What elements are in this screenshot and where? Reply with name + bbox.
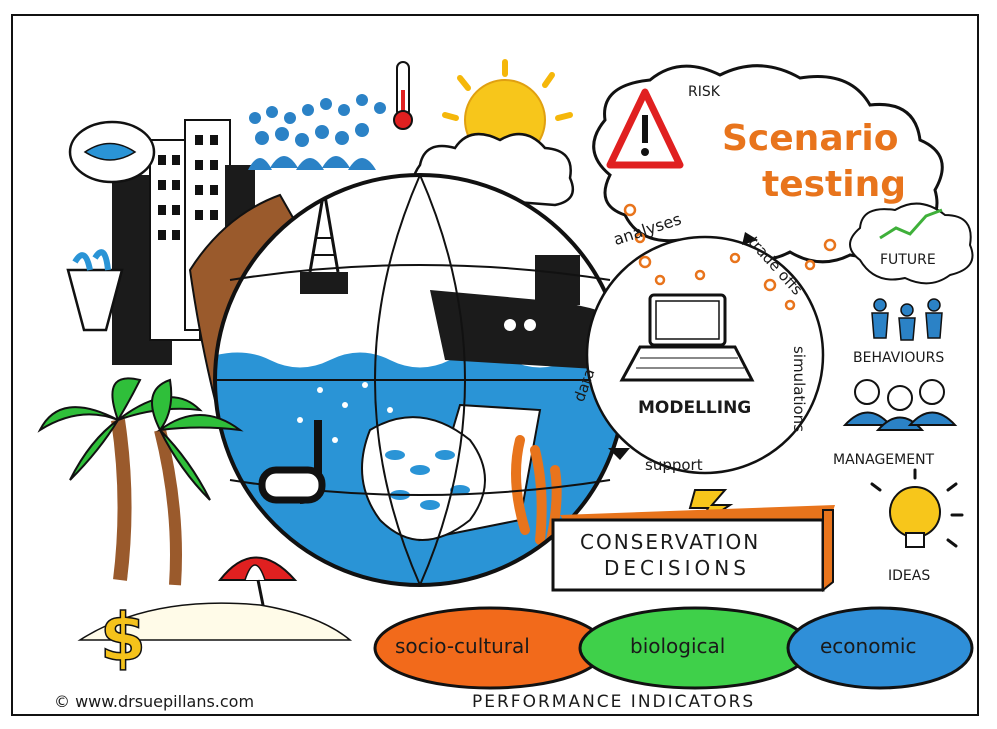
- palm-trees-icon: [37, 377, 244, 586]
- simulations-label: simulations: [790, 346, 808, 433]
- beach-umbrella-icon: [217, 556, 298, 616]
- performance-indicators-caption: PERFORMANCE INDICATORS: [472, 692, 756, 712]
- sand-island: [77, 602, 353, 641]
- warning-triangle-icon: [606, 88, 684, 169]
- copyright-text: © www.drsuepillans.com: [54, 692, 255, 711]
- laptop-icon: [619, 293, 755, 382]
- management-people-icon: [842, 379, 958, 431]
- crowd-icon: [248, 94, 386, 170]
- indicator-biological: biological: [630, 634, 726, 658]
- indicator-socio-cultural: socio-cultural: [395, 634, 530, 658]
- scenario-title-line1: Scenario: [722, 118, 899, 159]
- ideas-label: IDEAS: [888, 568, 931, 584]
- future-cloud: [849, 202, 974, 285]
- behaviours-people-icon: [871, 298, 943, 341]
- conservation-decisions-box: [551, 505, 835, 593]
- behaviours-label: BEHAVIOURS: [853, 350, 945, 366]
- future-label: FUTURE: [880, 252, 936, 268]
- fish-plate-icon: [68, 120, 156, 184]
- scenario-title-line2: testing: [762, 164, 906, 205]
- support-label: support: [645, 456, 703, 474]
- indicator-economic: economic: [820, 634, 917, 658]
- thermometer-icon: [393, 61, 413, 130]
- snorkel-mask-icon: [258, 420, 326, 504]
- management-label: MANAGEMENT: [833, 452, 935, 468]
- risk-label: RISK: [688, 84, 720, 100]
- dollar-icon: $: [100, 599, 146, 676]
- trend-chart-icon: [879, 208, 943, 240]
- indicator-ovals: [373, 606, 974, 690]
- decisions-line2: DECISIONS: [604, 556, 750, 580]
- decisions-line1: CONSERVATION: [580, 530, 761, 554]
- process-dots: [638, 252, 796, 311]
- lightbulb-icon: [870, 468, 964, 548]
- fish-basket-icon: [66, 249, 124, 332]
- modelling-center-label: MODELLING: [638, 398, 752, 418]
